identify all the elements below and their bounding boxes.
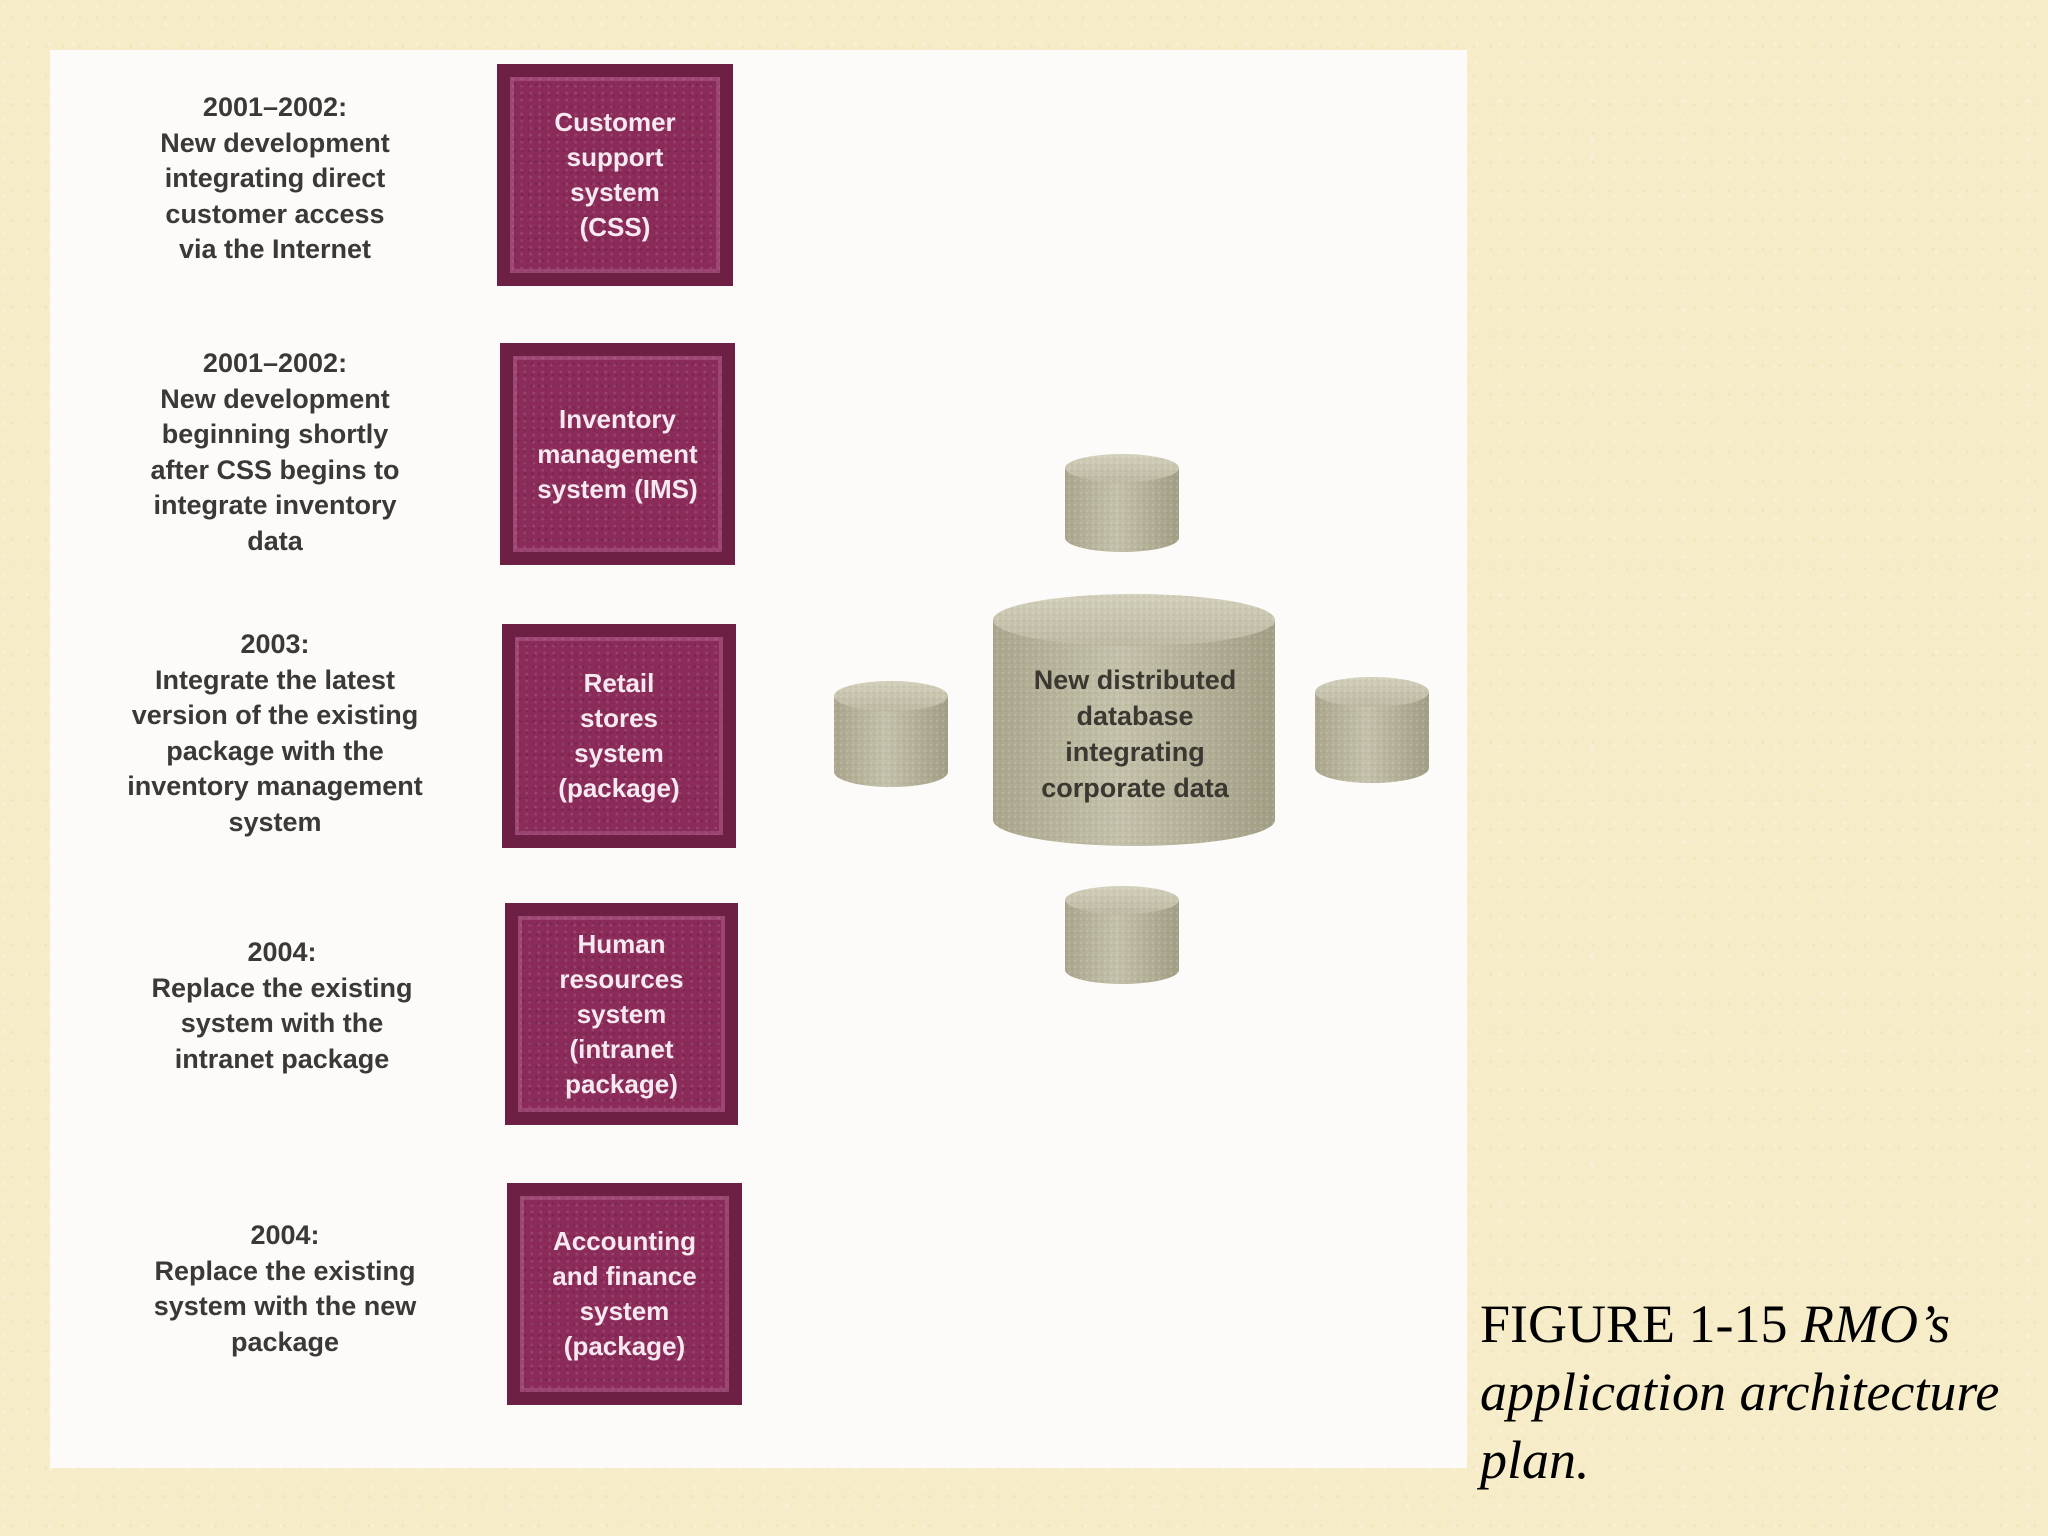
database-cylinder-icon-main — [993, 594, 1275, 846]
database-cylinder-icon-bottom — [1065, 886, 1179, 984]
phase-description-2: 2001–2002: New development beginning sho… — [150, 348, 400, 556]
caption-figure-title: RMO’s application architecture plan. — [1480, 1294, 2000, 1490]
phase-description-3: 2003: Integrate the latest version of th… — [127, 629, 423, 837]
system-box-retail-stores: Retail stores system (package) — [502, 624, 736, 848]
database-label: New distributed database integrating cor… — [1033, 665, 1237, 803]
phase-description-1: 2001–2002: New development integrating d… — [160, 92, 390, 264]
phase-description-4: 2004: Replace the existing system with t… — [151, 937, 413, 1074]
database-cylinder-icon-left — [834, 681, 948, 787]
system-label-retail-stores: Retail stores system (package) — [558, 668, 680, 803]
database-cylinder-icon-right — [1315, 677, 1429, 783]
database-cylinder-icon-top — [1065, 454, 1179, 552]
caption-figure-number: FIGURE 1-15 — [1480, 1294, 1801, 1354]
system-box-customer-support: Customer support system (CSS) — [497, 64, 733, 286]
system-box-accounting-finance: Accounting and finance system (package) — [507, 1183, 742, 1405]
phase-description-5: 2004: Replace the existing system with t… — [153, 1220, 417, 1357]
system-box-human-resources: Human resources system (intranet package… — [505, 903, 738, 1125]
system-label-inventory-management: Inventory management system (IMS) — [537, 403, 698, 504]
figure-caption: FIGURE 1-15 RMO’s application architectu… — [1480, 1290, 2020, 1494]
system-label-human-resources: Human resources system (intranet package… — [559, 928, 684, 1099]
system-box-inventory-management: Inventory management system (IMS) — [500, 343, 735, 565]
system-label-accounting-finance: Accounting and finance system (package) — [552, 1226, 697, 1361]
system-label-customer-support: Customer support system (CSS) — [554, 107, 676, 242]
